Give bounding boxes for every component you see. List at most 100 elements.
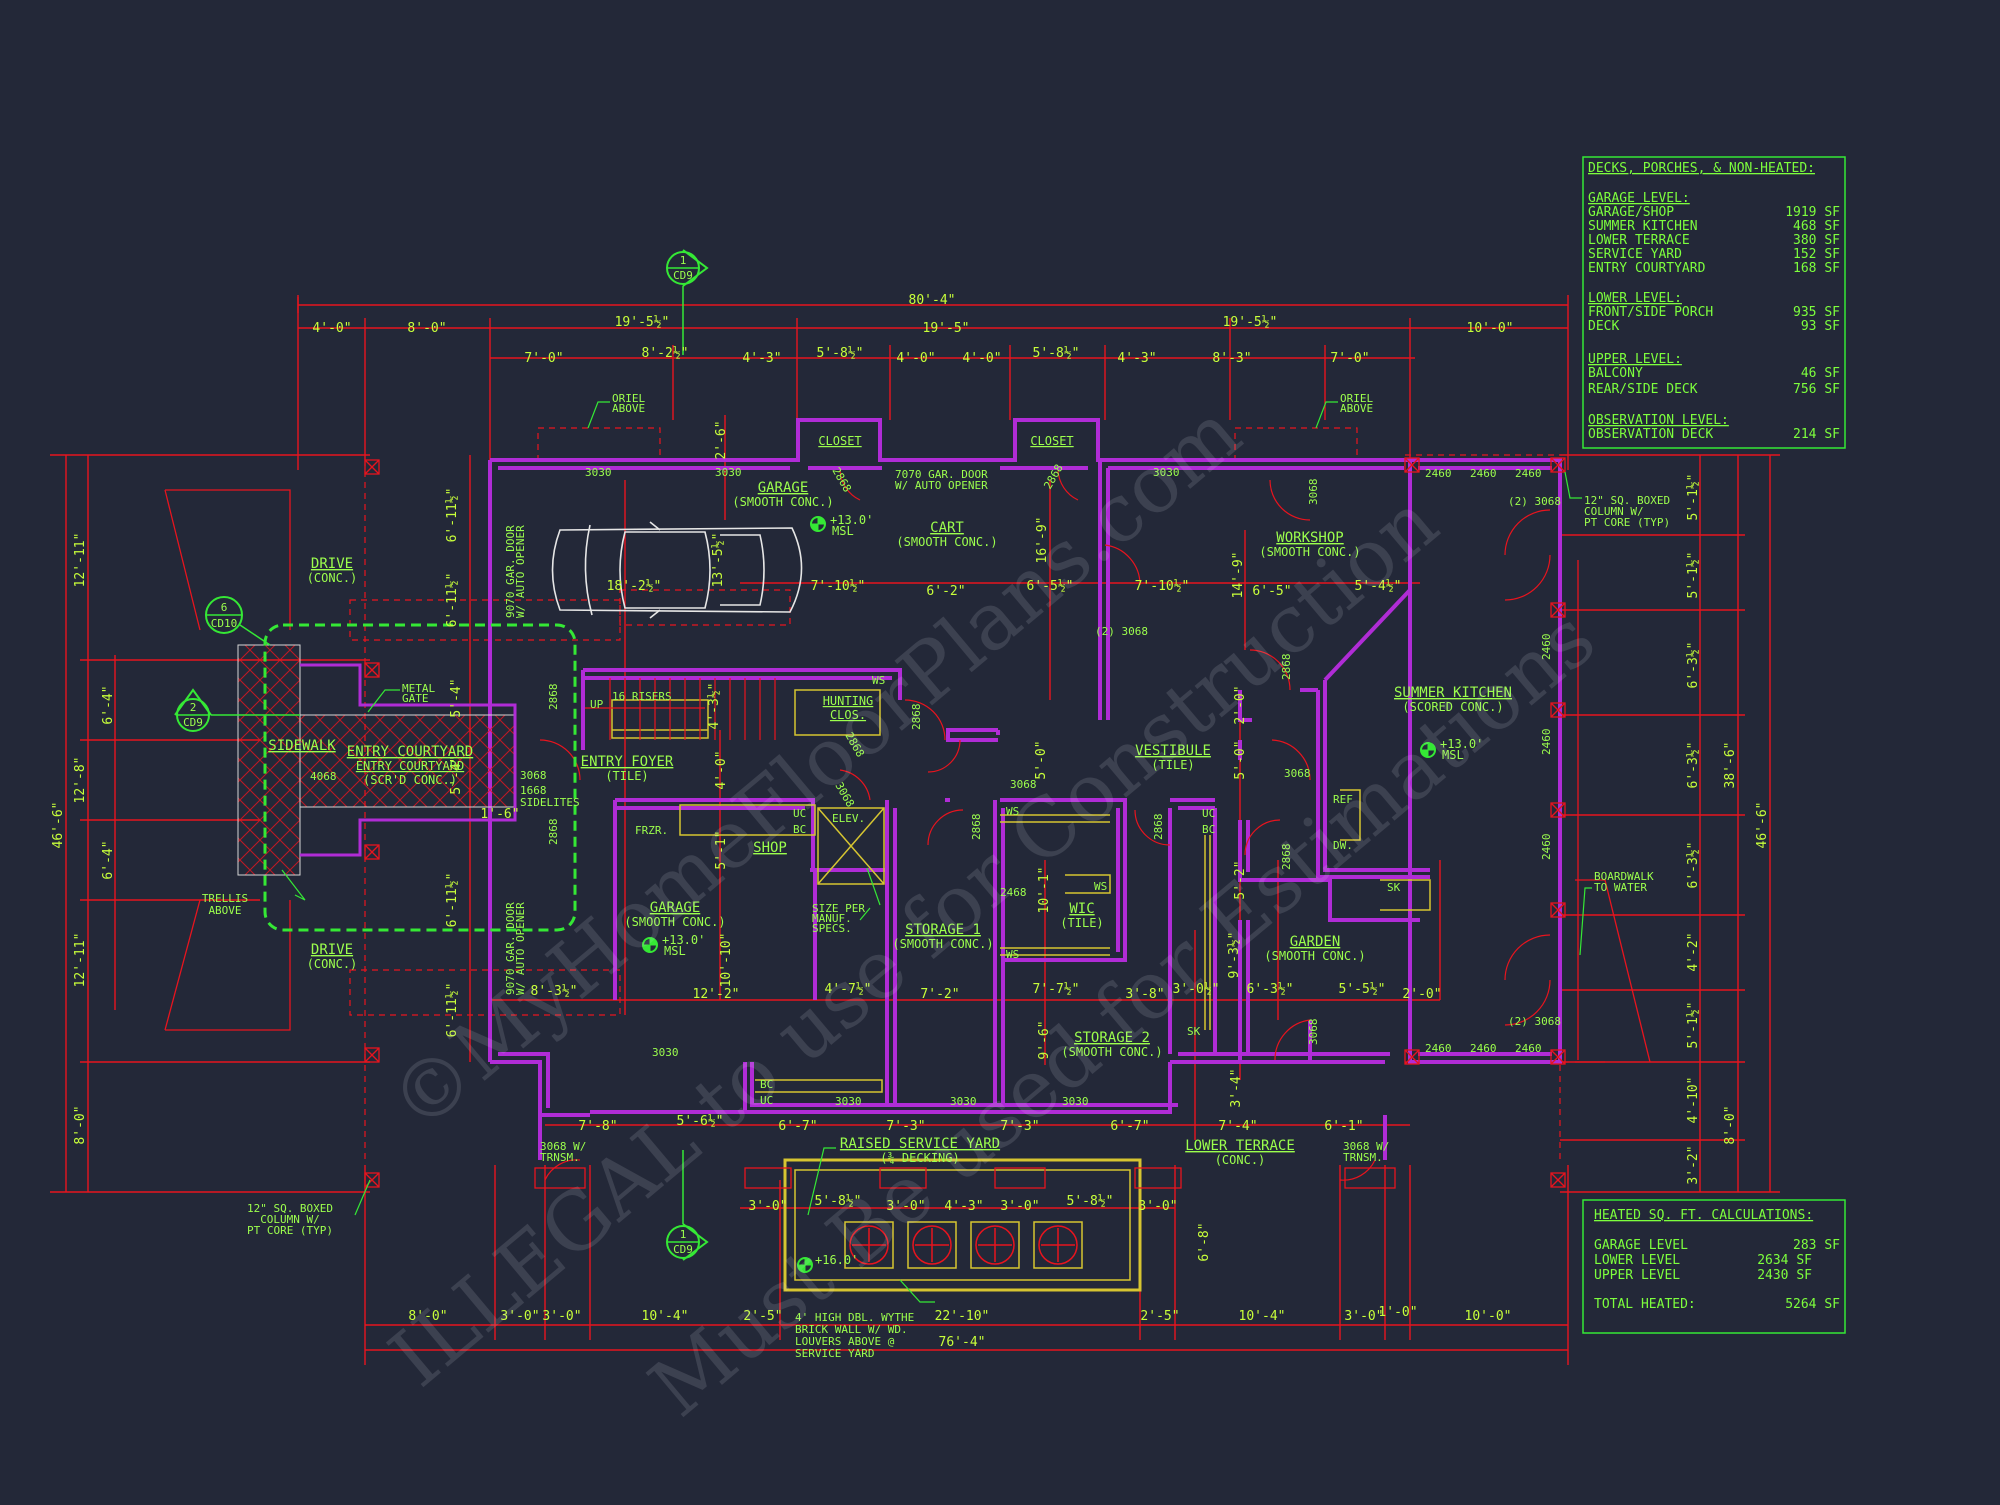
leaders <box>281 401 1592 1303</box>
svg-text:W/ AUTO OPENER: W/ AUTO OPENER <box>514 902 527 995</box>
svg-text:10'-10": 10'-10" <box>719 933 734 988</box>
planters <box>844 1221 1083 1269</box>
dimension-text: 80'-4" 4'-0" 8'-0" 19'-5½" 19'-5" 19'-5½… <box>51 293 1770 1350</box>
svg-text:38'-6": 38'-6" <box>1723 742 1738 789</box>
svg-text:WIC: WIC <box>1069 901 1094 917</box>
svg-text:5'-1½": 5'-1½" <box>1686 1002 1701 1049</box>
svg-text:CLOSET: CLOSET <box>818 434 861 448</box>
svg-text:STORAGE 2: STORAGE 2 <box>1074 1030 1150 1046</box>
svg-text:BC: BC <box>1202 823 1215 836</box>
svg-text:7'-3": 7'-3" <box>1000 1119 1039 1134</box>
svg-text:3'-0½": 3'-0½" <box>1173 982 1220 997</box>
svg-text:5264 SF: 5264 SF <box>1785 1297 1840 1312</box>
svg-text:4'-3": 4'-3" <box>1117 351 1156 366</box>
svg-text:6'-3½": 6'-3½" <box>1686 642 1701 689</box>
svg-text:4'-0": 4'-0" <box>714 750 729 789</box>
svg-text:WORKSHOP: WORKSHOP <box>1276 530 1343 546</box>
svg-text:3030: 3030 <box>715 466 742 479</box>
svg-text:BOARDWALK: BOARDWALK <box>1594 870 1654 883</box>
svg-text:16'-9": 16'-9" <box>1035 517 1050 564</box>
svg-text:3'-4": 3'-4" <box>1229 1068 1244 1107</box>
svg-text:FRZR.: FRZR. <box>635 824 668 837</box>
svg-text:283 SF: 283 SF <box>1793 1238 1840 1253</box>
svg-text:DRIVE: DRIVE <box>311 556 353 572</box>
svg-text:7'-10½": 7'-10½" <box>811 579 866 594</box>
svg-text:18'-2½": 18'-2½" <box>607 579 662 594</box>
svg-text:468 SF: 468 SF <box>1793 219 1840 234</box>
svg-text:12'-8": 12'-8" <box>73 757 88 804</box>
svg-text:5'-1½": 5'-1½" <box>1686 474 1701 521</box>
svg-text:(SCORED CONC.): (SCORED CONC.) <box>1402 700 1503 714</box>
svg-text:TO WATER: TO WATER <box>1594 881 1647 894</box>
svg-text:4'-7½": 4'-7½" <box>825 982 872 997</box>
svg-text:3068 W/: 3068 W/ <box>1343 1140 1389 1153</box>
svg-text:STORAGE 1: STORAGE 1 <box>905 922 981 938</box>
detail-callout: 6 CD10 <box>205 596 271 646</box>
svg-text:1919 SF: 1919 SF <box>1785 205 1840 220</box>
svg-text:PT CORE (TYP): PT CORE (TYP) <box>247 1224 333 1237</box>
svg-text:(SMOOTH CONC.): (SMOOTH CONC.) <box>1264 949 1365 963</box>
svg-text:(SMOOTH CONC.): (SMOOTH CONC.) <box>624 915 725 929</box>
svg-text:DRIVE: DRIVE <box>311 942 353 958</box>
svg-text:10'-4": 10'-4" <box>642 1309 689 1324</box>
svg-text:2'-5": 2'-5" <box>743 1309 782 1324</box>
svg-text:COLUMN W/: COLUMN W/ <box>1584 505 1644 518</box>
svg-text:2460: 2460 <box>1470 467 1497 480</box>
svg-text:46 SF: 46 SF <box>1801 366 1840 381</box>
svg-text:(CONC.): (CONC.) <box>1215 1153 1266 1167</box>
svg-text:9'-6": 9'-6" <box>1037 1020 1052 1059</box>
svg-text:(SCR'D CONC.): (SCR'D CONC.) <box>363 773 457 787</box>
svg-text:8'-0": 8'-0" <box>408 1309 447 1324</box>
svg-text:5'-8½": 5'-8½" <box>817 346 864 361</box>
svg-text:14'-9": 14'-9" <box>1231 552 1246 599</box>
svg-text:7'-10½": 7'-10½" <box>1135 579 1190 594</box>
svg-text:(SMOOTH CONC.): (SMOOTH CONC.) <box>732 495 833 509</box>
enlarged-plan-boundary <box>263 623 577 932</box>
svg-text:(CONC.): (CONC.) <box>307 571 358 585</box>
svg-text:2'-0": 2'-0" <box>1233 685 1248 724</box>
svg-text:WS: WS <box>872 674 885 687</box>
svg-text:4068: 4068 <box>310 770 337 783</box>
svg-text:5'-4": 5'-4" <box>449 755 464 794</box>
svg-text:6'-3½": 6'-3½" <box>1686 742 1701 789</box>
svg-text:ENTRY FOYER: ENTRY FOYER <box>581 754 674 770</box>
svg-text:12'-11": 12'-11" <box>73 533 88 588</box>
svg-text:UC: UC <box>793 807 806 820</box>
svg-text:W/ AUTO OPENER: W/ AUTO OPENER <box>514 525 527 618</box>
svg-text:76'-4": 76'-4" <box>939 1335 986 1350</box>
svg-text:(TILE): (TILE) <box>605 769 648 783</box>
svg-text:ORIEL: ORIEL <box>612 392 645 405</box>
svg-text:3068 W/: 3068 W/ <box>540 1140 586 1153</box>
svg-text:4'-0": 4'-0" <box>312 321 351 336</box>
svg-text:6'-7": 6'-7" <box>778 1119 817 1134</box>
svg-text:GARAGE/SHOP: GARAGE/SHOP <box>1588 205 1674 220</box>
svg-text:12'-2": 12'-2" <box>693 987 740 1002</box>
svg-text:GARAGE LEVEL: GARAGE LEVEL <box>1594 1238 1688 1253</box>
svg-text:12'-11": 12'-11" <box>73 933 88 988</box>
svg-text:7'-0": 7'-0" <box>524 351 563 366</box>
svg-text:(CONC.): (CONC.) <box>307 957 358 971</box>
svg-text:GARAGE LEVEL:: GARAGE LEVEL: <box>1588 191 1690 206</box>
svg-text:LOWER LEVEL:: LOWER LEVEL: <box>1588 291 1682 306</box>
svg-text:46'-6": 46'-6" <box>51 802 66 849</box>
svg-text:SERVICE YARD: SERVICE YARD <box>1588 247 1682 262</box>
svg-text:METAL: METAL <box>402 682 435 695</box>
door-tags: 3030 3030 3030 2868 2868 3068 (2) 3068 2… <box>310 462 1561 1108</box>
svg-text:1'-0": 1'-0" <box>1378 1305 1417 1320</box>
svg-text:CD9: CD9 <box>673 1243 693 1256</box>
svg-text:3'-0": 3'-0" <box>748 1199 787 1214</box>
svg-text:ABOVE: ABOVE <box>612 402 645 415</box>
svg-text:SK: SK <box>1387 881 1401 894</box>
svg-text:1: 1 <box>680 254 687 267</box>
svg-text:FRONT/SIDE PORCH: FRONT/SIDE PORCH <box>1588 305 1713 320</box>
svg-text:6'-1": 6'-1" <box>1324 1119 1363 1134</box>
svg-text:2460: 2460 <box>1515 467 1542 480</box>
svg-text:3'-0": 3'-0" <box>500 1309 539 1324</box>
svg-text:2460: 2460 <box>1425 467 1452 480</box>
svg-text:3068: 3068 <box>520 769 547 782</box>
svg-text:19'-5½": 19'-5½" <box>615 315 670 330</box>
svg-text:2868: 2868 <box>910 704 923 731</box>
svg-text:PT CORE (TYP): PT CORE (TYP) <box>1584 516 1670 529</box>
svg-text:CLOSET: CLOSET <box>1030 434 1073 448</box>
